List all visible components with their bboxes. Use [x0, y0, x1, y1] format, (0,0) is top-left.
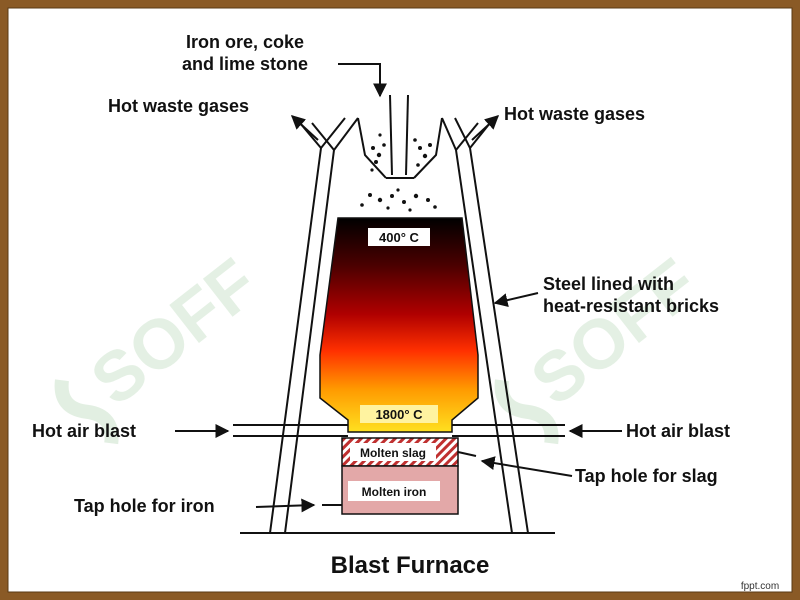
charge-particles — [360, 133, 437, 212]
heat-zone — [319, 217, 479, 433]
iron-label: Molten iron — [362, 485, 427, 499]
air-pipe-right — [452, 424, 565, 437]
air-pipe-left — [233, 424, 348, 437]
lining-arrow-icon — [493, 292, 539, 307]
input-label-line1: Iron ore, coke — [186, 32, 304, 52]
charging-hopper — [357, 94, 443, 179]
slag-tap-hole — [457, 451, 477, 457]
iron-tap-arrow-icon — [255, 498, 316, 513]
air-blast-label-right: Hot air blast — [626, 421, 730, 441]
iron-tap-label: Tap hole for iron — [74, 496, 215, 516]
top-temp-box — [368, 228, 430, 246]
diagram-title: Blast Furnace — [331, 552, 490, 579]
bottom-temp-label: 1800° C — [375, 407, 423, 422]
lining-label-line1: Steel lined with — [543, 274, 674, 294]
slag-tap-arrow-icon — [480, 456, 573, 477]
slag-tap-label: Tap hole for slag — [575, 466, 718, 486]
watermark-logo-icon — [54, 379, 119, 445]
air-blast-label-left: Hot air blast — [32, 421, 136, 441]
bottom-temp-box — [360, 405, 438, 423]
waste-gas-arrow-right-icon — [471, 115, 500, 141]
input-label-line2: and lime stone — [182, 54, 308, 74]
waste-gas-label-left: Hot waste gases — [108, 96, 249, 116]
top-temp-label: 400° C — [379, 230, 420, 245]
watermark-logo-icon — [494, 379, 559, 445]
waste-gas-label-right: Hot waste gases — [504, 104, 645, 124]
credit-text: fppt.com — [741, 581, 779, 592]
slag-label: Molten slag — [360, 446, 426, 460]
waste-gas-arrow-left-icon — [290, 115, 319, 141]
input-arrow-icon — [338, 63, 387, 98]
iron-label-box — [348, 481, 440, 501]
lining-label-line2: heat-resistant bricks — [543, 296, 719, 316]
slag-label-box — [350, 443, 436, 461]
